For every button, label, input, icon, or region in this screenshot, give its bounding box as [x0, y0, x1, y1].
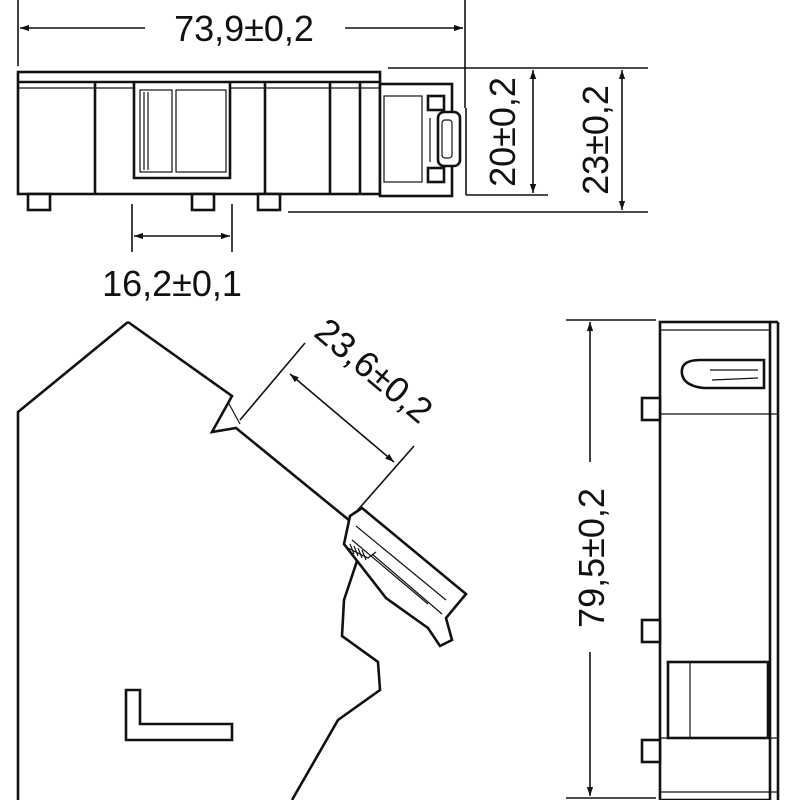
dimension-height-inner: 20±0,2 [482, 70, 537, 193]
dimension-label-overall-length: 73,9±0,2 [174, 8, 314, 49]
dimension-side-length: 79,5±0,2 [566, 319, 656, 799]
dimension-label-side-length: 79,5±0,2 [571, 488, 612, 628]
top-view: 73,9±0,2 [16, 0, 648, 304]
dimension-height-outer: 23±0,2 [575, 70, 626, 210]
dimension-overall-length: 73,9±0,2 [17, 0, 466, 108]
dimension-label-clip-width: 16,2±0,1 [102, 263, 242, 304]
dimension-label-angled-depth: 23,6±0,2 [307, 310, 441, 431]
dimension-angled-depth: 23,6±0,2 [239, 310, 441, 513]
dimension-clip-width: 16,2±0,1 [102, 204, 242, 304]
dimension-label-height-outer: 23±0,2 [575, 85, 616, 195]
dimension-label-height-inner: 20±0,2 [482, 77, 523, 187]
side-view: 79,5±0,2 [566, 319, 780, 800]
profile-view: 23,6±0,2 [16, 310, 468, 800]
